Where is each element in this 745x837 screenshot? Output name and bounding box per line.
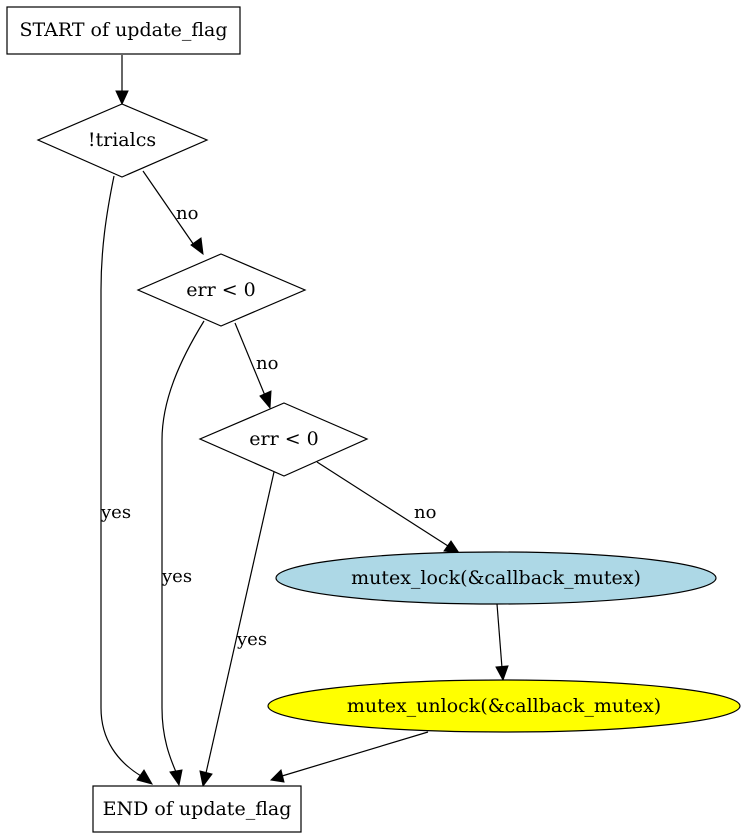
decision-err-second-label: err < 0 xyxy=(249,428,319,450)
start-node[interactable]: START of update_flag xyxy=(6,6,241,55)
edge-label-yes: yes xyxy=(236,629,267,650)
mutex-unlock-label: mutex_unlock(&callback_mutex) xyxy=(347,695,661,717)
decision-trialcs[interactable]: !trialcs xyxy=(36,103,209,178)
decision-err-second[interactable]: err < 0 xyxy=(198,402,369,477)
mutex-unlock-node[interactable]: mutex_unlock(&callback_mutex) xyxy=(267,679,741,733)
edge-err1-yes-end: yes xyxy=(161,320,205,787)
edge-err2-yes-end: yes xyxy=(199,471,275,788)
mutex-lock-node[interactable]: mutex_lock(&callback_mutex) xyxy=(275,551,717,605)
decision-err-first[interactable]: err < 0 xyxy=(136,253,307,327)
edge-label-no: no xyxy=(176,203,198,224)
end-node-label: END of update_flag xyxy=(103,798,292,820)
start-node-label: START of update_flag xyxy=(20,19,228,41)
decision-trialcs-label: !trialcs xyxy=(88,129,156,151)
edge-label-no: no xyxy=(256,353,278,374)
edge-trialcs-yes-end: yes xyxy=(100,175,154,785)
edge-err2-no-lock: no xyxy=(316,461,461,554)
mutex-lock-label: mutex_lock(&callback_mutex) xyxy=(351,567,641,589)
edge-label-yes: yes xyxy=(100,502,131,523)
decision-err-first-label: err < 0 xyxy=(186,279,256,301)
end-node[interactable]: END of update_flag xyxy=(92,785,302,833)
edge-label-no: no xyxy=(414,502,436,523)
edge-trialcs-no-err1: no xyxy=(142,170,204,256)
edge-lock-to-unlock xyxy=(495,603,509,682)
edge-unlock-to-end xyxy=(269,731,429,783)
edge-err1-no-err2: no xyxy=(234,322,278,410)
edge-start-to-trialcs xyxy=(115,55,129,106)
edge-label-yes: yes xyxy=(161,566,192,587)
